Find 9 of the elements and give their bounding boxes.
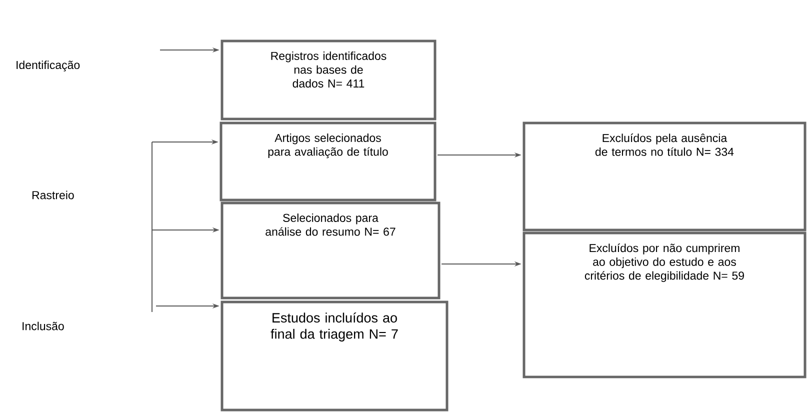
process-box: Selecionados para análise do resumo N= 67 (220, 202, 440, 300)
process-box: Estudos incluídos ao final da triagem N= 7 (220, 300, 448, 412)
stage-label: Identificação (16, 60, 80, 72)
stage-label: Rastreio (32, 190, 74, 200)
process-box: Artigos selecionados para avaliação de título (220, 122, 436, 202)
process-box: Excluídos pela ausência de termos no título N= 334 (522, 122, 806, 232)
stage-label: Inclusão (22, 322, 64, 330)
process-box: Registros identificados nas bases de dados N= 411 (220, 40, 436, 120)
process-box: Excluídos por não cumprirem ao objetivo do estudo e aos critérios de elegibilidade N= 59 (522, 232, 806, 378)
